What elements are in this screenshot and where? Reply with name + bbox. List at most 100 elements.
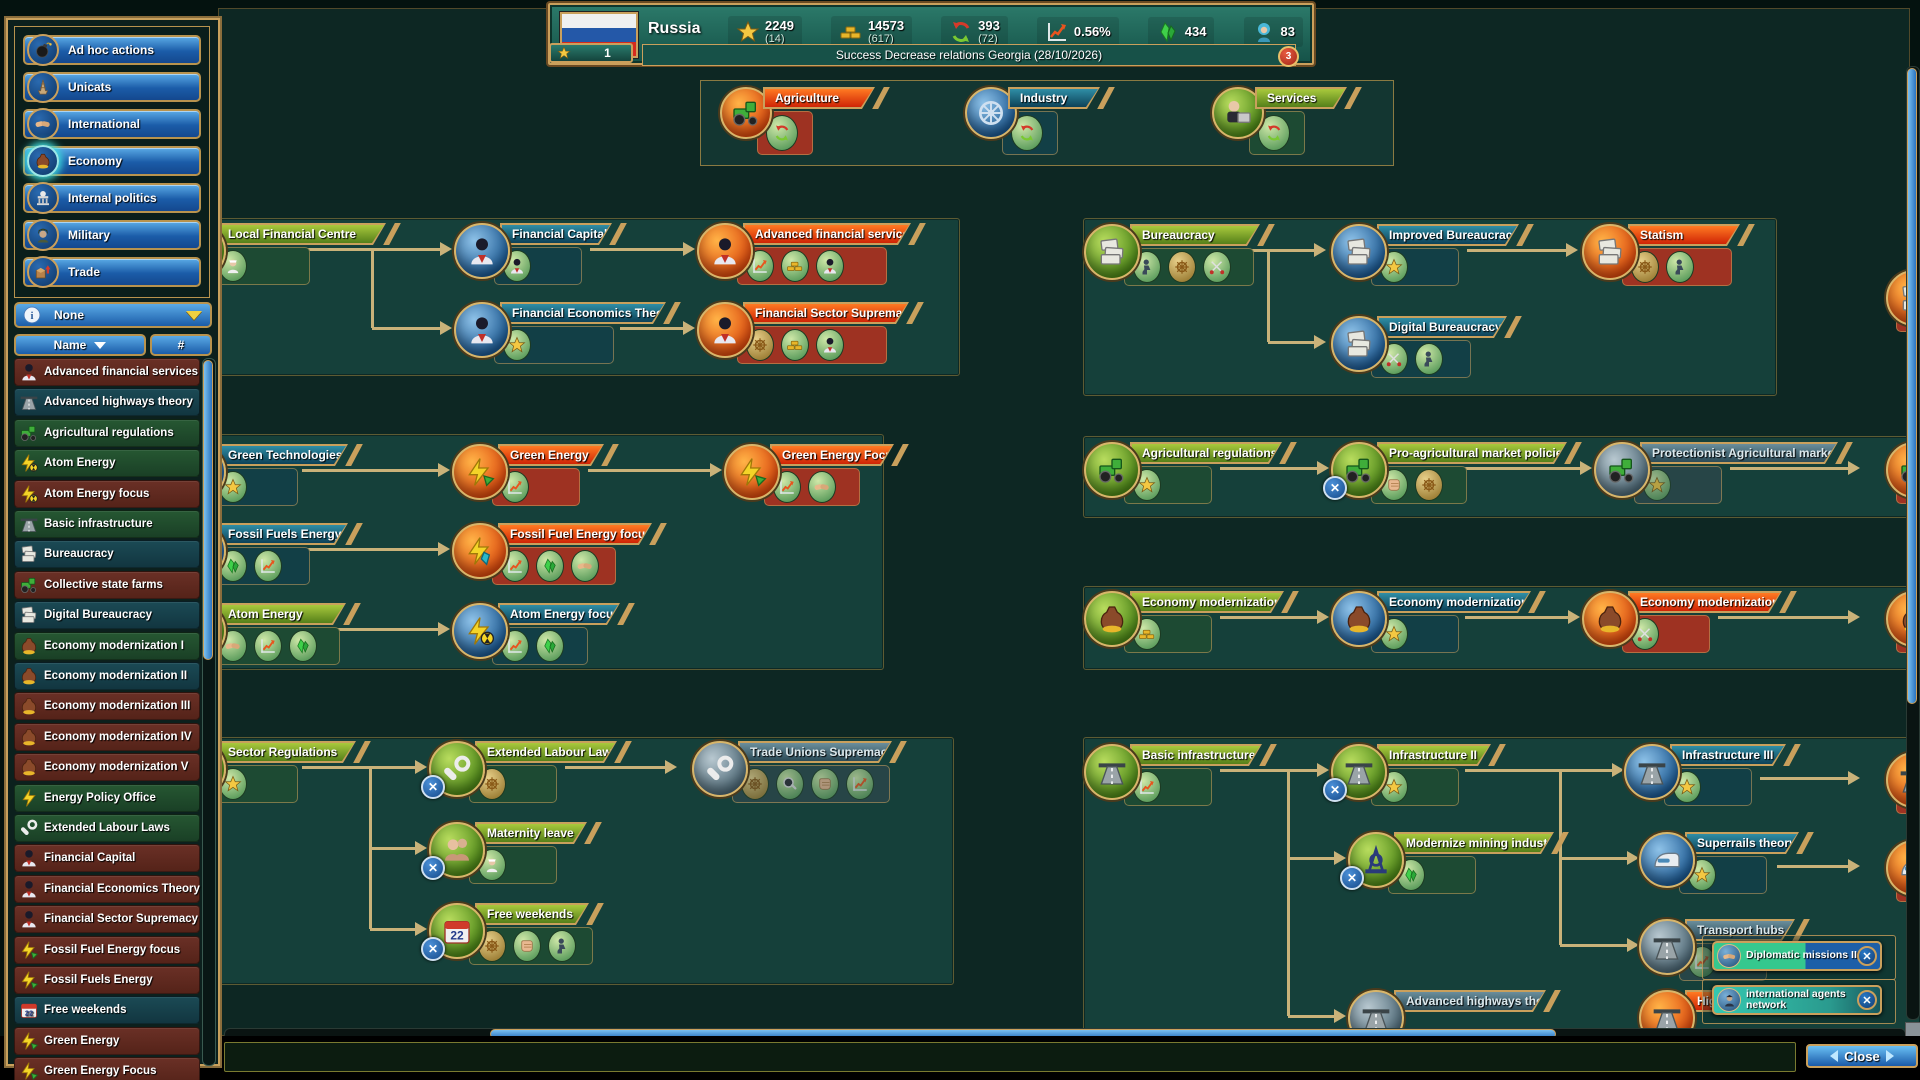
sidebar-item-ad-hoc-actions[interactable]: Ad hoc actions — [23, 34, 201, 66]
tech-node-advanced-financial-services[interactable] — [697, 223, 753, 279]
list-item-energy-policy-office[interactable]: Energy Policy Office — [14, 783, 200, 812]
list-item-atom-energy[interactable]: Atom Energy — [14, 449, 200, 478]
tech-node-transport-hubs[interactable] — [1639, 919, 1695, 975]
tech-node-green-energy-focus[interactable] — [724, 444, 780, 500]
sidebar-item-trade[interactable]: Trade — [23, 256, 201, 288]
sidebar-item-international[interactable]: International — [23, 108, 201, 140]
tech-node-financial-sector-supremacy[interactable] — [697, 302, 753, 358]
handshake-icon — [1717, 944, 1741, 968]
tech-node-protectionist-agricultural-market[interactable] — [1594, 442, 1650, 498]
tech-node-free-weekends[interactable]: 22 — [429, 903, 485, 959]
event-banner[interactable]: Success Decrease relations Georgia (28/1… — [642, 44, 1296, 66]
tech-node-advanced-financial-services-label: Advanced financial services — [743, 223, 911, 245]
tech-node-bureaucracy[interactable] — [1084, 224, 1140, 280]
queue-item-international-agents-network[interactable]: international agents network✕ — [1712, 985, 1882, 1015]
tech-node-free-weekends-cancel-badge[interactable]: ✕ — [421, 937, 445, 961]
list-item-advanced-financial-services[interactable]: Advanced financial services — [14, 358, 200, 386]
tech-node-financial-capital[interactable] — [454, 223, 510, 279]
tech-node-extended-labour-laws[interactable] — [429, 741, 485, 797]
connector-arrowhead — [665, 760, 677, 774]
close-icon[interactable]: ✕ — [1857, 946, 1877, 966]
tech-node-financial-economics-theory[interactable] — [454, 302, 510, 358]
tech-node-financial-economics-theory-label: Financial Economics Theory — [500, 302, 666, 324]
list-item-advanced-highways-theory[interactable]: Advanced highways theory — [14, 388, 200, 417]
sidebar-item-economy[interactable]: Economy — [23, 145, 201, 177]
tech-node-economy-modernization-iii[interactable] — [1582, 591, 1638, 647]
list-item-economy-modernization-iii[interactable]: Economy modernization III — [14, 692, 200, 721]
list-item-green-energy-focus[interactable]: Green Energy Focus — [14, 1057, 200, 1080]
list-item-economy-modernization-ii[interactable]: Economy modernization II — [14, 662, 200, 690]
sidebar-item-internal-politics[interactable]: Internal politics — [23, 182, 201, 214]
tech-node-economy-modernization-ii[interactable] — [1331, 591, 1387, 647]
connector-line — [1467, 248, 1566, 252]
list-item-green-energy[interactable]: Green Energy — [14, 1026, 200, 1055]
tech-node-green-energy[interactable] — [452, 444, 508, 500]
connector-arrowhead — [1848, 771, 1860, 785]
list-item-economy-modernization-v[interactable]: Economy modernization V — [14, 753, 200, 782]
tech-node-maternity-leave-cancel-badge[interactable]: ✕ — [421, 856, 445, 880]
tech-node-statism[interactable] — [1582, 224, 1638, 280]
list-item-financial-economics-theory[interactable]: Financial Economics Theory — [14, 874, 200, 903]
tech-node-economy-modernization-iii-effects — [1622, 615, 1710, 653]
tech-node-fossil-fuel-energy-focus-label: Fossil Fuel Energy focus — [498, 523, 652, 545]
tech-node-digital-bureaucracy[interactable] — [1331, 316, 1387, 372]
sort-by-name-button[interactable]: Name — [14, 334, 146, 356]
list-item-atom-energy-focus[interactable]: Atom Energy focus — [14, 479, 200, 508]
tech-node-fossil-fuel-energy-focus[interactable] — [452, 523, 508, 579]
tech-node-infrastructure-iii[interactable] — [1624, 744, 1680, 800]
list-item-financial-capital[interactable]: Financial Capital — [14, 844, 200, 873]
tech-node-pro-agricultural-market-policies[interactable] — [1331, 442, 1387, 498]
list-item-economy-modernization-i[interactable]: Economy modernization I — [14, 631, 200, 660]
stat-star: 2249(14) — [728, 15, 802, 49]
tech-node-digital-bureaucracy-effects — [1371, 340, 1471, 378]
list-item-financial-sector-supremacy[interactable]: Financial Sector Supremacy — [14, 905, 200, 934]
connector-line — [1220, 615, 1317, 619]
tech-node-green-energy-focus-effects — [764, 468, 860, 506]
sort-by-count-button[interactable]: # — [150, 334, 212, 356]
filter-dropdown[interactable]: i None — [14, 302, 212, 328]
connector-arrowhead — [1848, 610, 1860, 624]
tech-node-extended-labour-laws-cancel-badge[interactable]: ✕ — [421, 775, 445, 799]
list-item-bureaucracy[interactable]: Bureaucracy — [14, 540, 200, 569]
tech-node-basic-infrastructure[interactable] — [1084, 744, 1140, 800]
list-item-basic-infrastructure[interactable]: Basic infrastructure — [14, 510, 200, 538]
queue-item-diplomatic-missions-ii[interactable]: Diplomatic missions II✕ — [1712, 941, 1882, 971]
search-icon — [776, 768, 804, 800]
list-item-fossil-fuels-energy[interactable]: Fossil Fuels Energy — [14, 966, 200, 994]
tech-node-atom-energy-focus[interactable] — [452, 603, 508, 659]
vertical-scrollbar-thumb[interactable] — [1907, 68, 1917, 704]
tech-node-trade-unions-supremacy[interactable] — [692, 741, 748, 797]
list-item-digital-bureaucracy[interactable]: Digital Bureaucracy — [14, 601, 200, 630]
chevron-left-icon — [1830, 1050, 1839, 1062]
list-item-collective-state-farms[interactable]: Collective state farms — [14, 570, 200, 599]
connector-line — [1246, 248, 1314, 252]
list-item-agricultural-regulations[interactable]: Agricultural regulations — [14, 418, 200, 447]
moneybag-icon — [19, 727, 39, 747]
close-button[interactable]: Close — [1806, 1044, 1918, 1068]
tech-node-agricultural-regulations[interactable] — [1084, 442, 1140, 498]
connector-line — [1718, 615, 1848, 619]
tech-node-superrails-theory[interactable] — [1639, 832, 1695, 888]
road-icon — [1343, 756, 1375, 788]
connector-arrowhead — [1334, 1009, 1346, 1023]
sidebar-item-unicats[interactable]: Unicats — [23, 71, 201, 103]
tech-node-pro-agricultural-market-policies-cancel-badge[interactable]: ✕ — [1323, 476, 1347, 500]
bolt-atom-icon — [19, 484, 39, 504]
connector-line — [302, 547, 438, 551]
sidebar-item-military[interactable]: Military — [23, 219, 201, 251]
list-item-extended-labour-laws[interactable]: Extended Labour Laws — [14, 814, 200, 842]
refresh-icon — [1258, 115, 1290, 151]
tech-node-economy-modernization-i[interactable] — [1084, 591, 1140, 647]
close-icon[interactable]: ✕ — [1857, 990, 1877, 1010]
list-item-economy-modernization-iv[interactable]: Economy modernization IV — [14, 722, 200, 751]
tech-node-modernize-mining-industry-cancel-badge[interactable]: ✕ — [1340, 866, 1364, 890]
list-item-fossil-fuel-energy-focus[interactable]: Fossil Fuel Energy focus — [14, 935, 200, 964]
event-count-badge[interactable]: 3 — [1278, 46, 1299, 67]
tech-node-maternity-leave[interactable] — [429, 822, 485, 878]
tech-node-infrastructure-ii-cancel-badge[interactable]: ✕ — [1323, 778, 1347, 802]
sidebar-item-label: Economy — [68, 154, 123, 168]
stat-sub-value: (617) — [867, 33, 894, 46]
tech-node-improved-bureaucracy[interactable] — [1331, 224, 1387, 280]
sidebar-scrollbar-thumb[interactable] — [203, 360, 213, 660]
